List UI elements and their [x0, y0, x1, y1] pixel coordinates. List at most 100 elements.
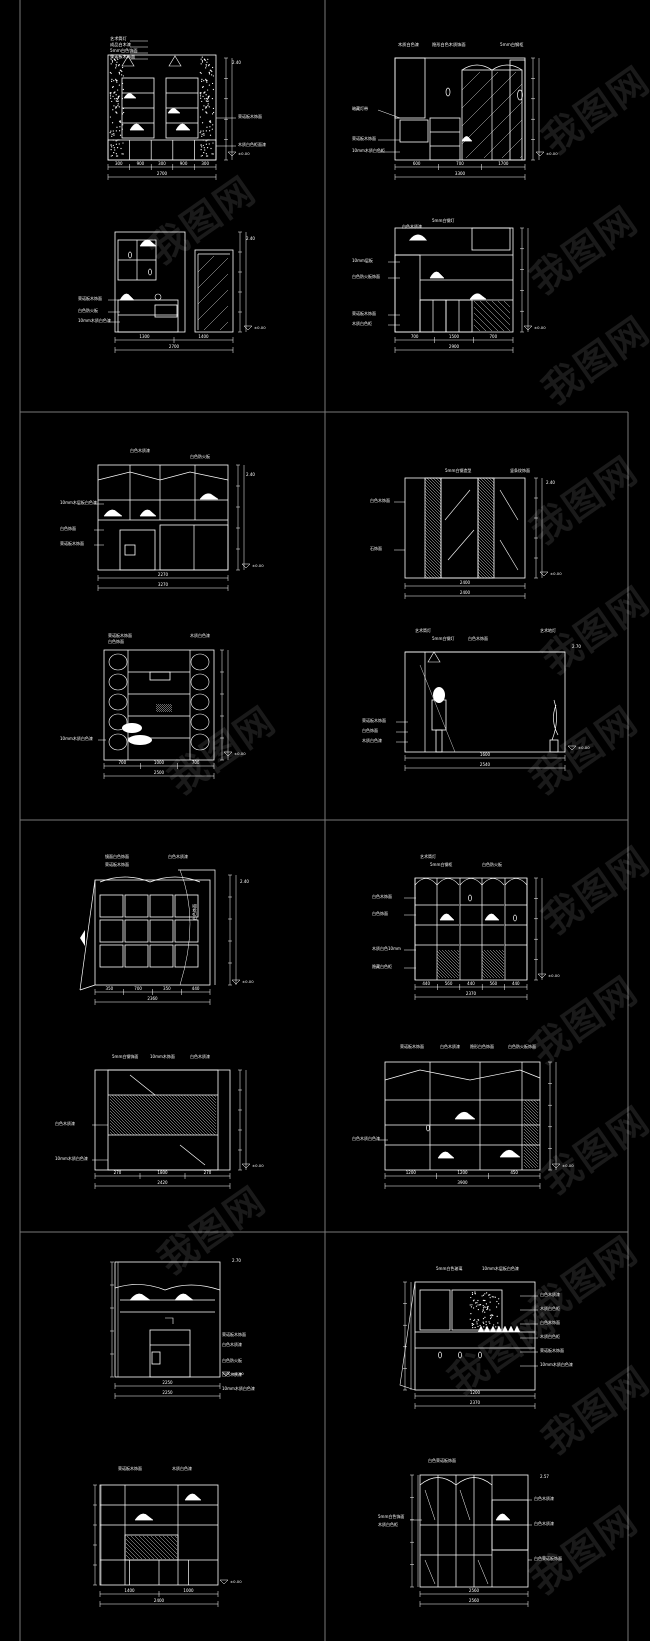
level-mark: ±0.00 [252, 1163, 264, 1168]
dimension-value: 1000 [154, 760, 165, 765]
dimension-value: 2560 [469, 1588, 480, 1593]
level-mark: ±0.00 [252, 563, 264, 568]
callout-label: 白色木质漆 [55, 1120, 75, 1126]
callout-label: 白色木饰面 [372, 893, 392, 899]
dimension-value: 1300 [139, 334, 150, 339]
callout-label: 竖条纹饰面 [510, 467, 530, 473]
dim-level: 2.40 [246, 472, 255, 477]
dimension-total: 2560 [469, 1598, 480, 1603]
callout-label: 荣诺板木饰面 [105, 861, 129, 867]
callout-label: 木质白色柜 [352, 320, 372, 326]
dimension-total: 2400 [460, 590, 471, 595]
callout-label: 白色木质漆 [540, 1291, 560, 1297]
callout-label: 艺术地灯 [540, 627, 556, 633]
callout-label: 5mm白钢柜 [500, 41, 523, 48]
callout-label: 白色木饰面 [468, 635, 488, 641]
callout-label: 白色木质漆 [534, 1520, 554, 1526]
dimension-total: 2420 [157, 1180, 168, 1185]
callout-label: 10mm木层板白色漆 [482, 1265, 519, 1271]
callout-label: 白色饰面 [60, 525, 76, 531]
callout-label: 5mm白色饰面 [110, 47, 138, 54]
level-mark: ±0.00 [562, 1163, 574, 1168]
dimension-total: 2360 [147, 996, 158, 1001]
callout-label: 白色防火板饰面 [508, 1043, 536, 1049]
dimension-total: 2370 [470, 1400, 481, 1405]
callout-label: 白色木质漆 [222, 1371, 242, 1377]
dimension-value: 440 [192, 986, 200, 991]
callout-label: 隐形白色饰面 [470, 1043, 494, 1049]
dimension-value: 300 [158, 161, 166, 166]
dimension-value: 1400 [124, 1588, 135, 1593]
callout-label: 荣诺板木饰面 [352, 135, 376, 141]
callout-label: 5mm白钢造型 [445, 467, 471, 473]
dimension-value: 900 [137, 161, 145, 166]
dimension-total: 3270 [158, 582, 169, 587]
callout-label: 白色木质漆 [402, 223, 422, 229]
level-mark: ±0.00 [548, 973, 560, 978]
level-mark: ±0.00 [534, 325, 546, 330]
dimension-value: 350 [163, 986, 171, 991]
dimension-value: 1700 [498, 161, 509, 166]
callout-label: 白色木饰面 [370, 497, 390, 503]
dim-level: 2.40 [240, 879, 249, 884]
dimension-value: 440 [467, 981, 475, 986]
callout-label: 艺术筒灯 [420, 853, 436, 859]
callout-label: 10mm木质白色漆 [78, 317, 111, 323]
dimension-value: 270 [114, 1170, 122, 1175]
callout-label: 5mm白色玻璃 [436, 1265, 462, 1271]
dimension-value: 450 [510, 1170, 518, 1175]
callout-label: 木质白色10mm [372, 945, 401, 951]
callout-label: 白色饰面 [108, 638, 124, 644]
elevation-p8: 艺术筒灯5mm白钢灯白色木饰面艺术地灯荣诺板木饰面白色饰面木质白色漆2.7016… [362, 627, 590, 771]
dimension-total: 2540 [480, 762, 491, 767]
callout-label: 10mm木质白色漆 [60, 735, 93, 741]
level-mark: ±0.00 [242, 979, 254, 984]
dimension-value: 270 [204, 1170, 212, 1175]
dimension-total: 2500 [154, 770, 165, 775]
callout-label: 10mm木饰面 [150, 1053, 175, 1059]
callout-label: 白色木质白色漆 [352, 1135, 380, 1141]
dimension-value: 700 [490, 334, 498, 339]
callout-label: 白色木饰面 [540, 1319, 560, 1325]
dim-level: 2.40 [246, 236, 255, 241]
dimension-value: 1200 [470, 1390, 481, 1395]
dimension-total: 2700 [157, 171, 168, 176]
callout-label: 木质白色柜 [540, 1305, 560, 1311]
dimension-value: 300 [115, 161, 123, 166]
callout-label: 荣诺板木饰面 [118, 1465, 142, 1471]
callout-label: 木质白色柜面漆 [238, 141, 266, 147]
callout-label: 白色木质漆 [222, 1341, 242, 1347]
callout-label: 镜面白色饰面 [105, 853, 129, 859]
callout-label: 5mm白钢灯 [432, 217, 454, 223]
callout-label: 荣诺板木饰面 [238, 113, 262, 119]
level-mark: ±0.00 [254, 325, 266, 330]
callout-label: 白色荣诺板饰面 [428, 1457, 456, 1463]
dim-level: 2.40 [546, 480, 555, 485]
dimension-value: 560 [445, 981, 453, 986]
callout-label: 艺术筒灯 [110, 35, 128, 42]
dim-level: 2.70 [232, 1258, 241, 1263]
callout-label: 隐藏白色柜 [372, 963, 392, 969]
elevation-p5: 白色木质漆白色防火板10mm木层板白色漆白色饰面荣诺板木饰面2.40227032… [60, 447, 264, 591]
level-mark: ±0.00 [238, 151, 250, 156]
dimension-value: 1400 [198, 334, 209, 339]
callout-label: 白色饰面 [191, 904, 197, 920]
callout-label: 荣诺板木饰面 [60, 540, 84, 546]
dimension-value: 2400 [460, 580, 471, 585]
callout-label: 荣诺板木饰面 [400, 1043, 424, 1049]
callout-label: 石饰面 [370, 545, 382, 551]
dimension-value: 440 [512, 981, 520, 986]
callout-label: 白色木质漆 [190, 1053, 210, 1059]
dimension-value: 700 [119, 760, 127, 765]
callout-label: 荣诺板木饰面 [362, 717, 386, 723]
callout-label: 5mm白钢灯 [432, 635, 454, 641]
callout-label: 白色防火板 [222, 1357, 242, 1363]
dimension-total: 3900 [457, 1180, 468, 1185]
dimension-value: 700 [456, 161, 464, 166]
dimension-value: 440 [422, 981, 430, 986]
dimension-value: 2270 [158, 572, 169, 577]
